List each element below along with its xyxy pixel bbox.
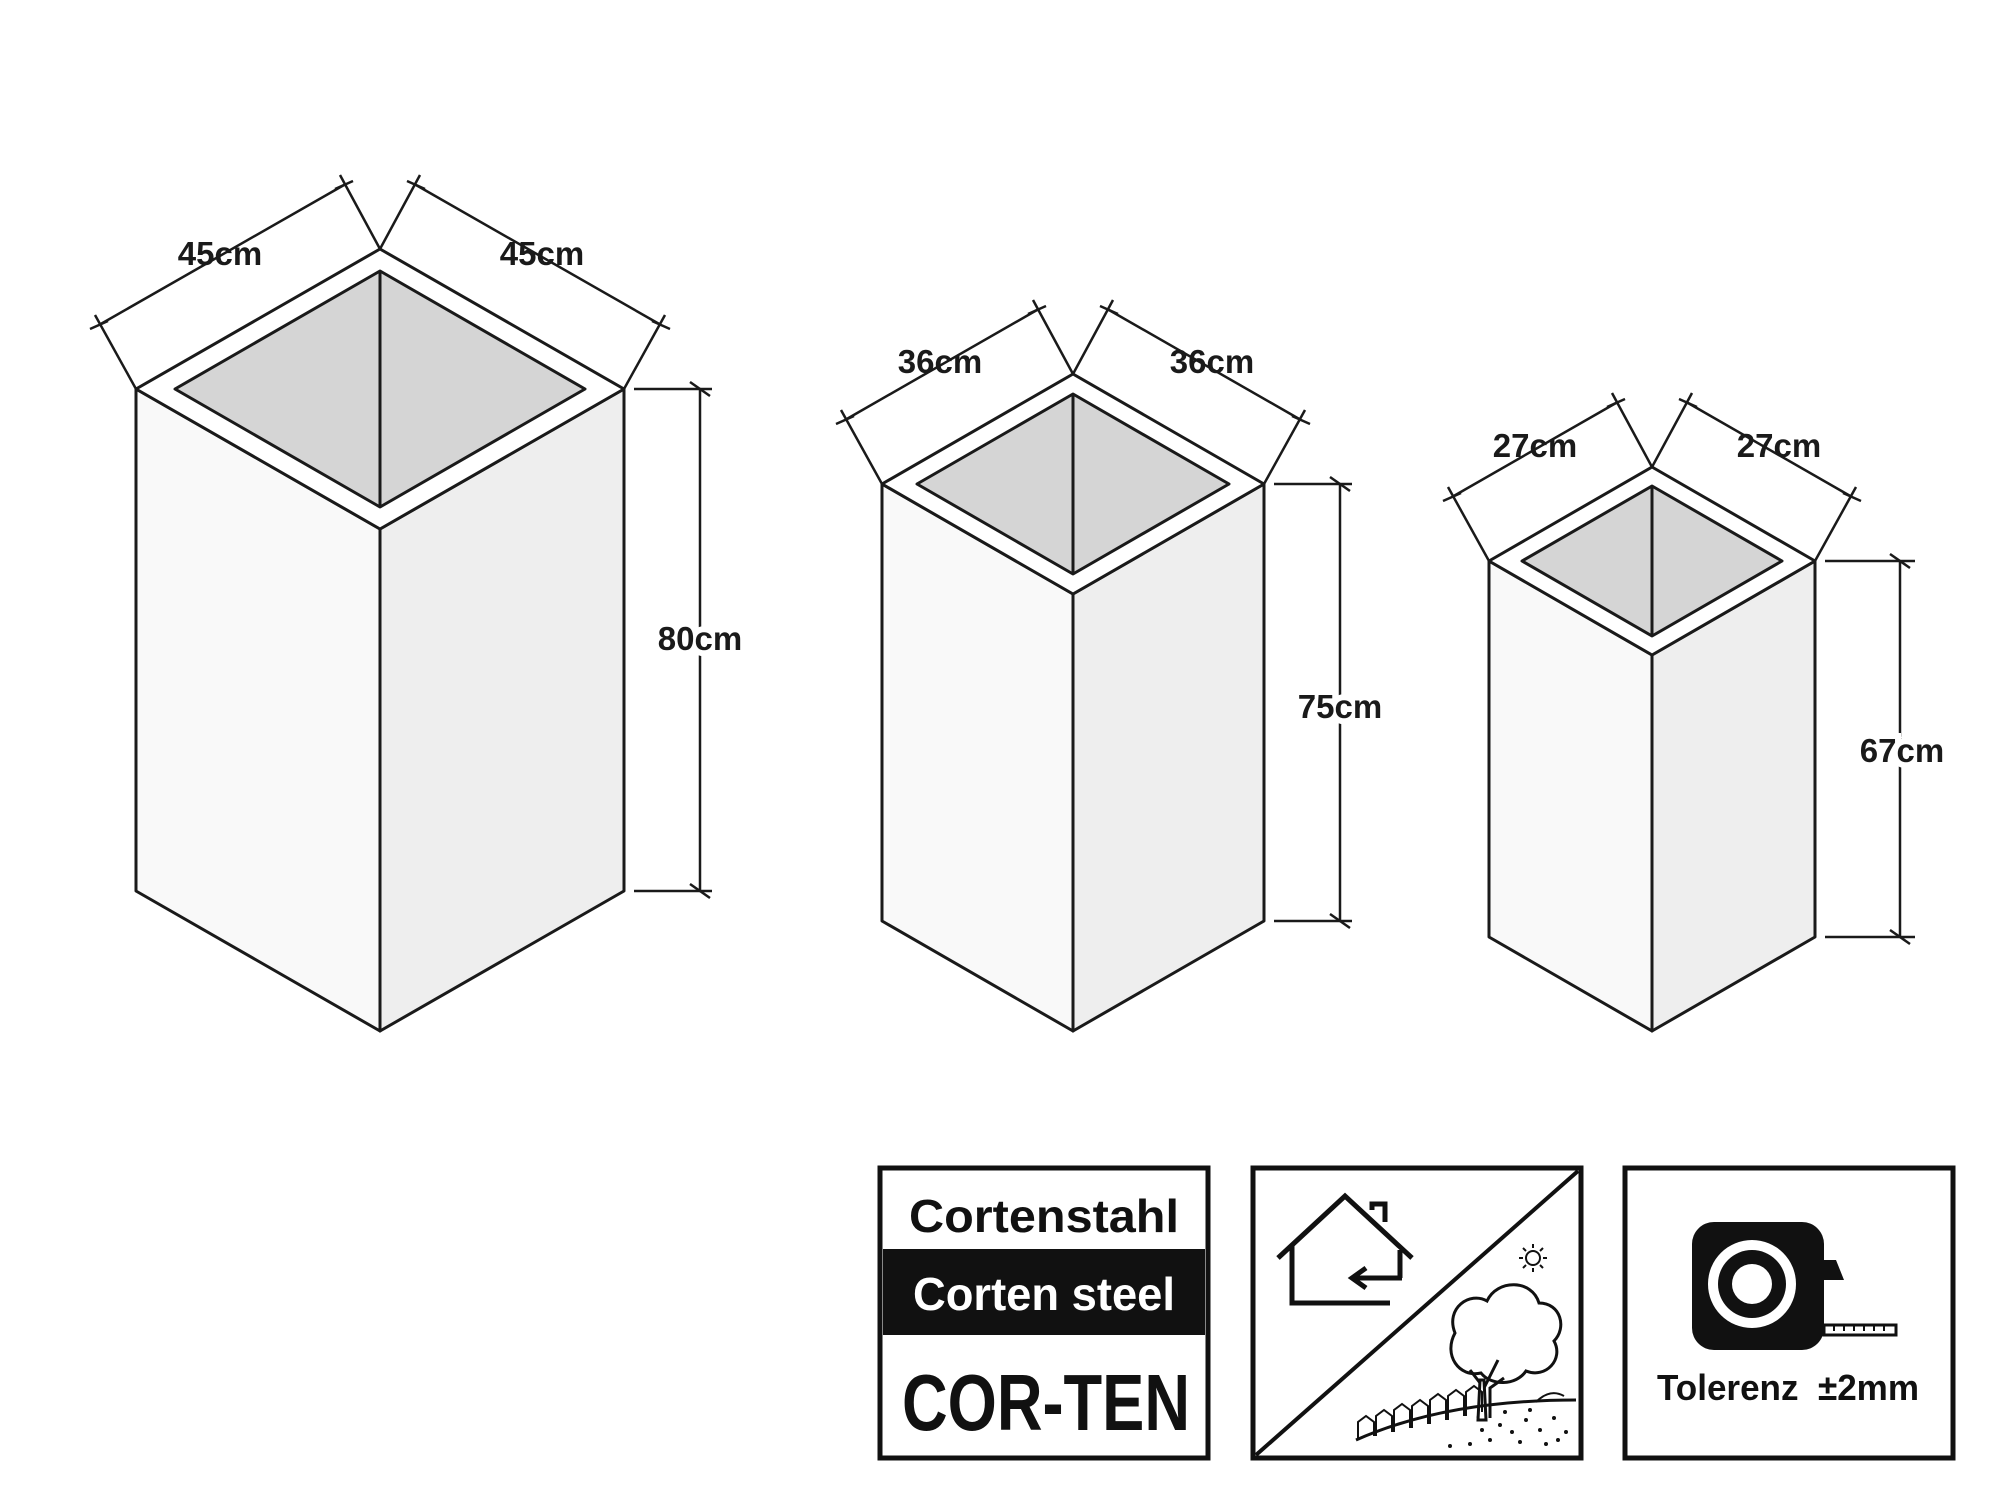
planter-medium: 36cm 36cm 75cm — [835, 299, 1388, 1033]
tolerance-badge: Tolerenz ±2mm — [1622, 1165, 1956, 1461]
planter-small-depth-dimension — [1650, 392, 1862, 562]
planter-small-width-label: 27cm — [1493, 427, 1577, 464]
planter-small-width-dimension — [1442, 392, 1654, 562]
planter-medium-depth-label: 36cm — [1170, 343, 1254, 380]
planter-small-height-dimension — [1825, 552, 1915, 946]
planter-large-depth-label: 45cm — [500, 235, 584, 272]
planter-medium-width-label: 36cm — [898, 343, 982, 380]
planter-large-height-label: 80cm — [658, 620, 742, 657]
planter-medium-height-dimension — [1274, 475, 1352, 930]
planter-large-width-label: 45cm — [178, 235, 262, 272]
tolerance-label: Tolerenz ±2mm — [1657, 1367, 1919, 1408]
material-badge-line2: Corten steel — [913, 1268, 1175, 1320]
planter-small-height-label: 67cm — [1860, 732, 1944, 769]
planter-small-depth-label: 27cm — [1737, 427, 1821, 464]
tape-measure-icon — [1692, 1222, 1898, 1350]
material-badge-line1: Cortenstahl — [909, 1190, 1179, 1242]
planter-medium-height-label: 75cm — [1298, 688, 1382, 725]
planter-medium-width-dimension — [835, 299, 1075, 485]
house-indoor-icon — [1276, 1192, 1414, 1306]
planter-medium-depth-dimension — [1071, 299, 1311, 485]
usage-badge-diagonal — [1254, 1169, 1580, 1457]
planter-large-height-dimension — [634, 380, 712, 900]
planter-large-width-dimension — [89, 174, 382, 390]
material-badge-band — [883, 1251, 1205, 1333]
planter-large: 45cm 45cm 80cm — [89, 174, 748, 1033]
planter-large-depth-dimension — [378, 174, 671, 390]
material-badge-line3: COR-TEN — [902, 1358, 1190, 1447]
material-badge: Cortenstahl Corten steel COR-TEN — [877, 1165, 1211, 1461]
indoor-outdoor-badge — [1250, 1165, 1584, 1461]
planter-small: 27cm 27cm 67cm — [1442, 392, 1950, 1033]
garden-tree-icon — [1355, 1283, 1577, 1448]
sun-icon — [1519, 1244, 1547, 1272]
